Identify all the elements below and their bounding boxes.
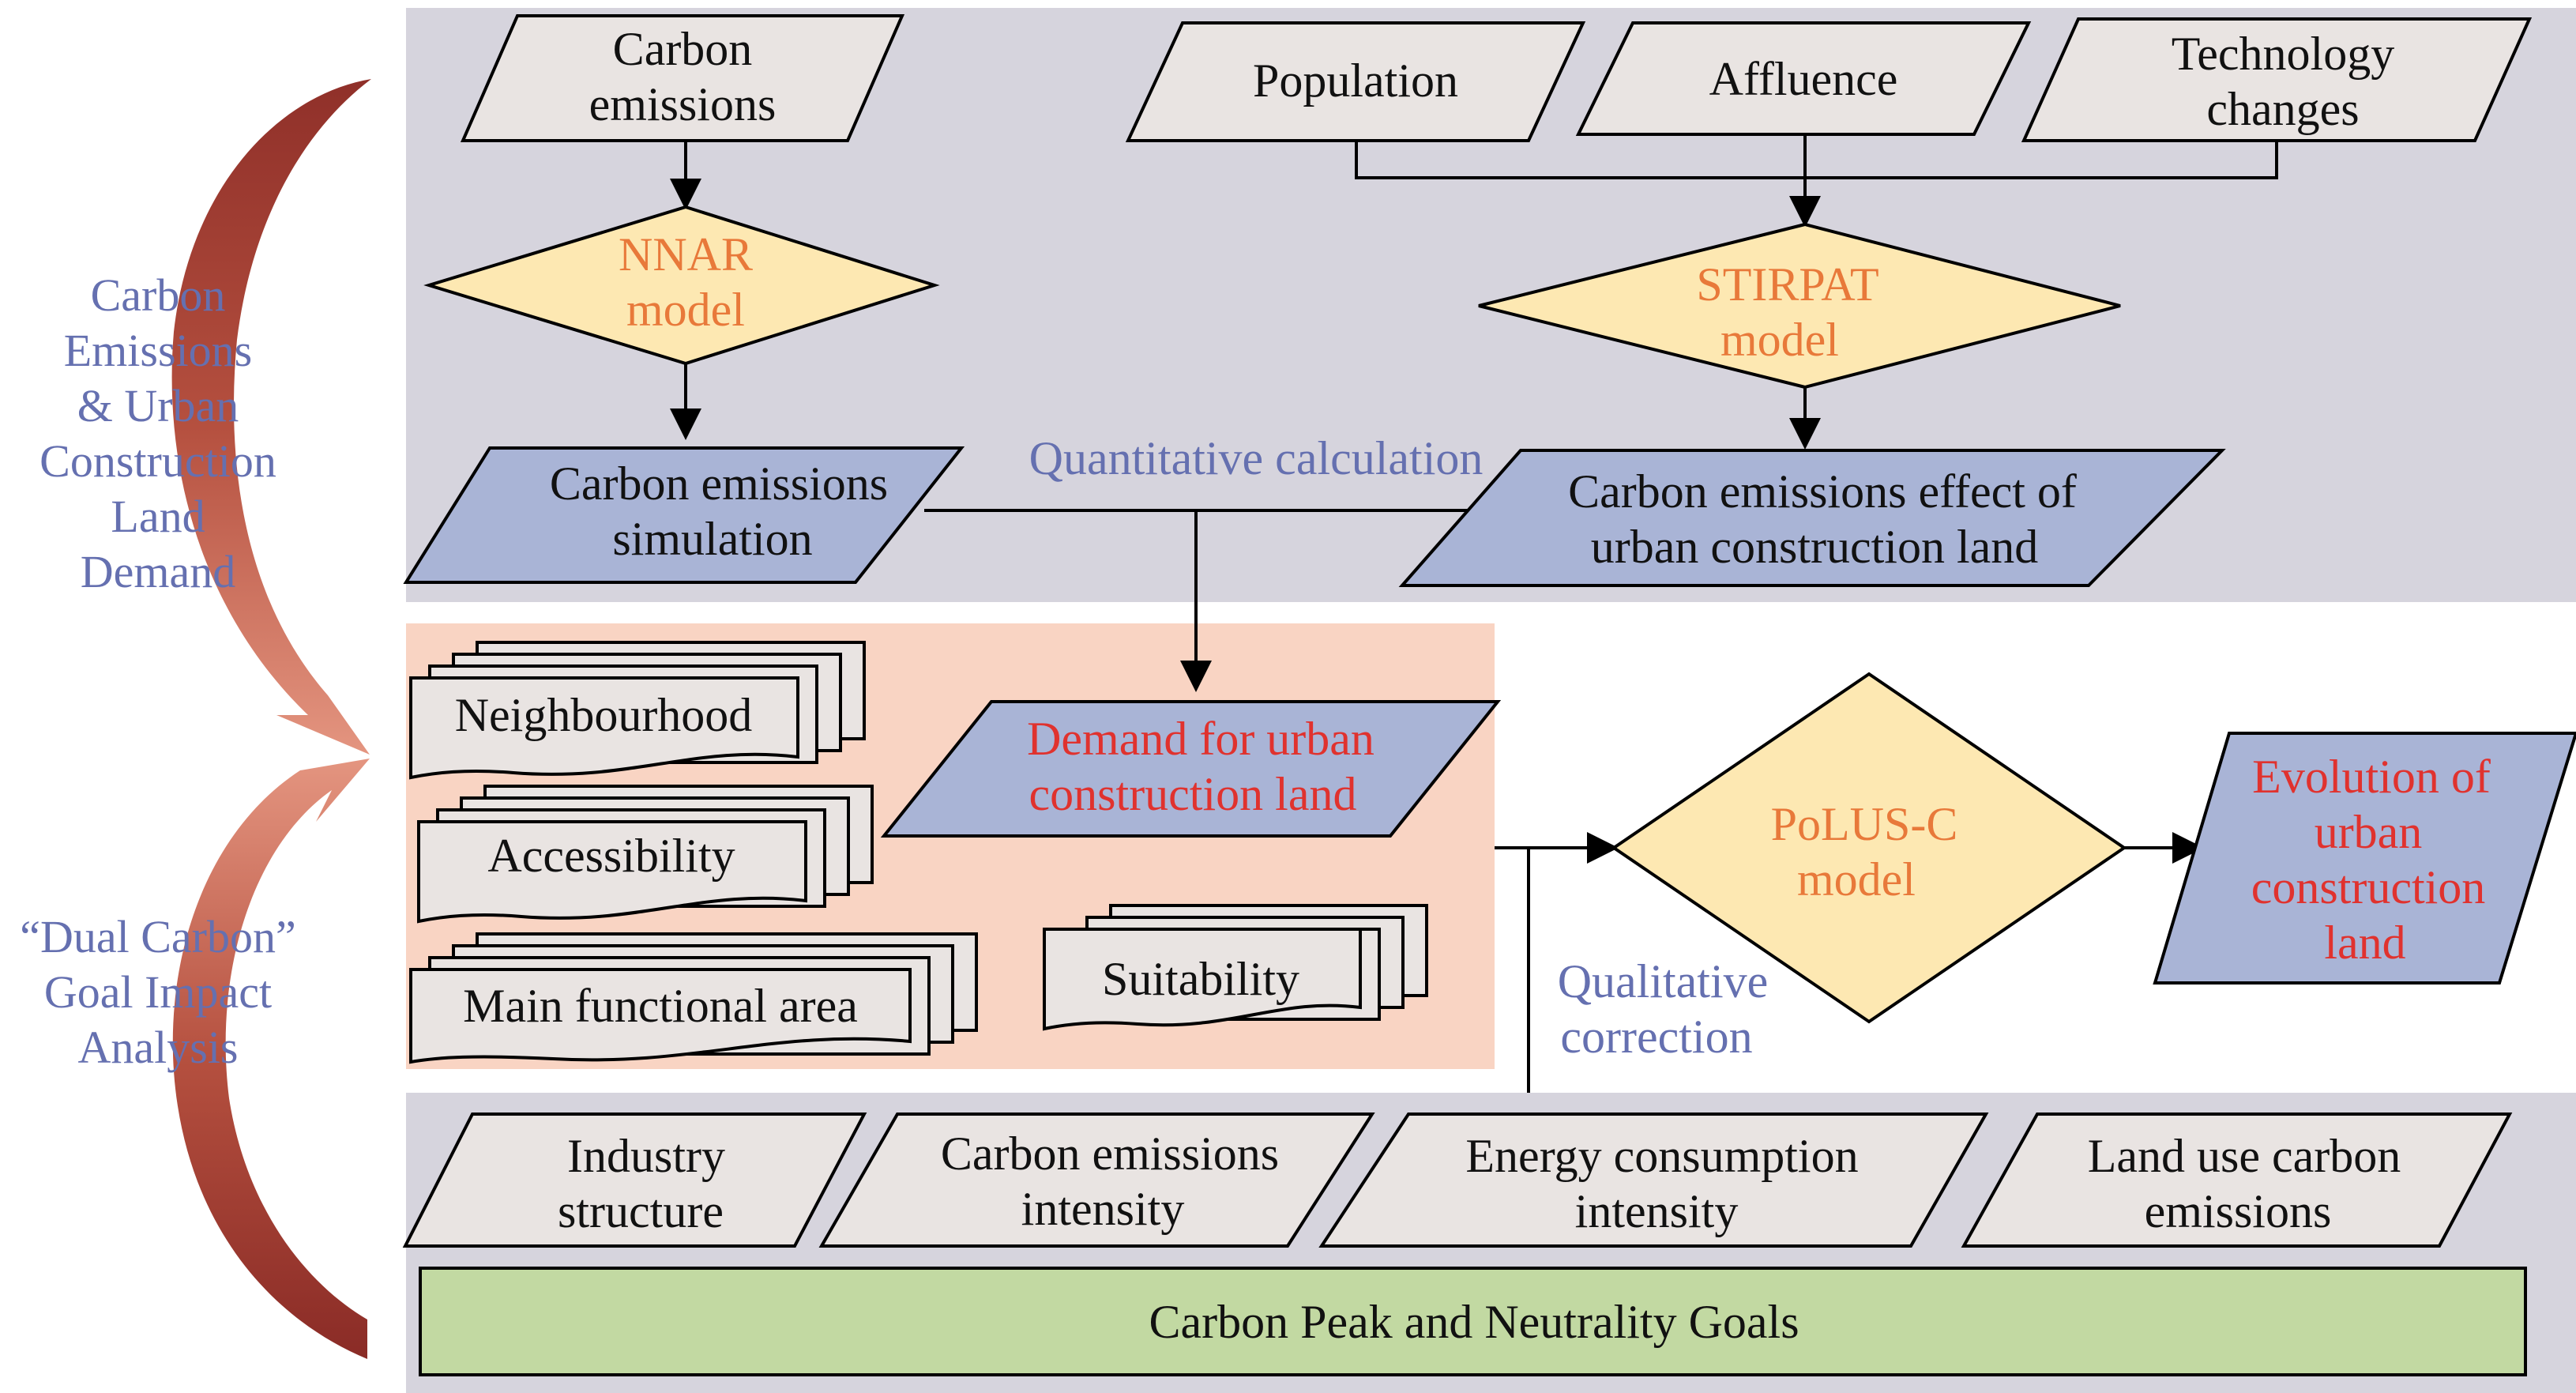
side-label-bottom-line: “Dual Carbon” [20, 911, 295, 962]
suitability-document-stack [1043, 904, 1428, 1031]
land-use-carbon-text: Land use carbon [2088, 1130, 2401, 1182]
technology-box [2021, 17, 2533, 142]
technology-text: Technology [2172, 28, 2394, 80]
side-label-bottom: “Dual Carbon” Goal Impact Analysis [20, 911, 295, 1073]
polus-c-model-text: model [1797, 853, 1916, 905]
side-label-top-line: Land [111, 491, 205, 542]
stirpat-model-diamond [1478, 222, 2121, 390]
nnar-model-diamond [423, 205, 940, 366]
evolution-urban-land-text: construction [2251, 861, 2486, 913]
population-box [1125, 21, 1586, 142]
carbon-emissions-box [460, 14, 905, 142]
side-label-bottom-line: Goal Impact [44, 966, 272, 1018]
polus-c-model-text: PoLUS-C [1771, 798, 1958, 850]
evolution-urban-land-text: land [2324, 917, 2405, 969]
carbon-emissions-text: emissions [589, 78, 777, 130]
evolution-urban-land-box [2153, 732, 2576, 985]
carbon-emissions-simulation-text: simulation [612, 513, 812, 565]
side-label-top-line: Carbon [91, 269, 226, 321]
side-label-top-line: & Urban [77, 380, 239, 431]
energy-intensity-text: intensity [1575, 1185, 1739, 1237]
side-label-top: Carbon Emissions & Urban Construction La… [39, 269, 276, 597]
nnar-model-text: model [626, 284, 745, 336]
qualitative-correction-label: Qualitative [1558, 955, 1769, 1007]
demand-urban-land-text: Demand for urban [1027, 713, 1374, 765]
technology-text: changes [2206, 83, 2359, 135]
carbon-goals-bar [419, 1267, 2527, 1376]
top-curved-arrow [171, 28, 371, 755]
stirpat-model-text: model [1720, 314, 1839, 366]
carbon-intensity-text: intensity [1021, 1183, 1185, 1235]
industry-structure-text: structure [558, 1185, 724, 1237]
affluence-box [1575, 21, 2032, 136]
side-label-top-line: Demand [81, 546, 236, 597]
carbon-effect-box [1398, 449, 2226, 587]
nnar-model-text: NNAR [619, 228, 753, 280]
industry-structure-box [402, 1113, 867, 1248]
qualitative-correction-label: correction [1560, 1011, 1752, 1063]
energy-intensity-text: Energy consumption [1465, 1130, 1858, 1182]
energy-intensity-box [1318, 1113, 1989, 1248]
accessibility-document-stack [417, 785, 874, 924]
accessibility-text: Accessibility [487, 830, 735, 882]
industry-structure-text: Industry [567, 1130, 725, 1182]
carbon-emissions-simulation-text: Carbon emissions [550, 457, 888, 510]
side-label-top-line: Construction [39, 435, 276, 487]
quantitative-calculation-label: Quantitative calculation [1029, 432, 1484, 484]
main-functional-area-text: Main functional area [463, 980, 858, 1032]
neighbourhood-document-stack [409, 641, 866, 780]
suitability-text: Suitability [1102, 953, 1299, 1005]
bottom-curved-arrow [172, 759, 370, 1359]
carbon-intensity-text: Carbon emissions [941, 1128, 1279, 1180]
connectors [670, 134, 2278, 1093]
demand-urban-land-text: construction land [1029, 768, 1357, 820]
carbon-intensity-box [818, 1113, 1375, 1248]
stirpat-model-text: STIRPAT [1696, 258, 1878, 311]
carbon-effect-text: urban construction land [1591, 521, 2039, 573]
carbon-emissions-text: Carbon [613, 23, 753, 75]
land-use-carbon-text: emissions [2145, 1185, 2332, 1237]
side-label-bottom-line: Analysis [78, 1022, 239, 1073]
carbon-goals-text: Carbon Peak and Neutrality Goals [1149, 1296, 1799, 1348]
polus-c-model-diamond [1611, 672, 2127, 1024]
evolution-urban-land-text: Evolution of [2252, 751, 2491, 803]
population-text: Population [1253, 55, 1458, 107]
neighbourhood-text: Neighbourhood [455, 689, 753, 741]
side-label-top-line: Emissions [64, 325, 253, 376]
main-functional-document-stack [409, 932, 978, 1064]
affluence-text: Affluence [1709, 53, 1898, 105]
carbon-emissions-simulation-box [403, 446, 965, 584]
land-use-carbon-box [1961, 1113, 2513, 1248]
evolution-urban-land-text: urban [2315, 806, 2423, 858]
carbon-effect-text: Carbon emissions effect of [1568, 465, 2077, 518]
demand-urban-land-box [880, 700, 1502, 838]
